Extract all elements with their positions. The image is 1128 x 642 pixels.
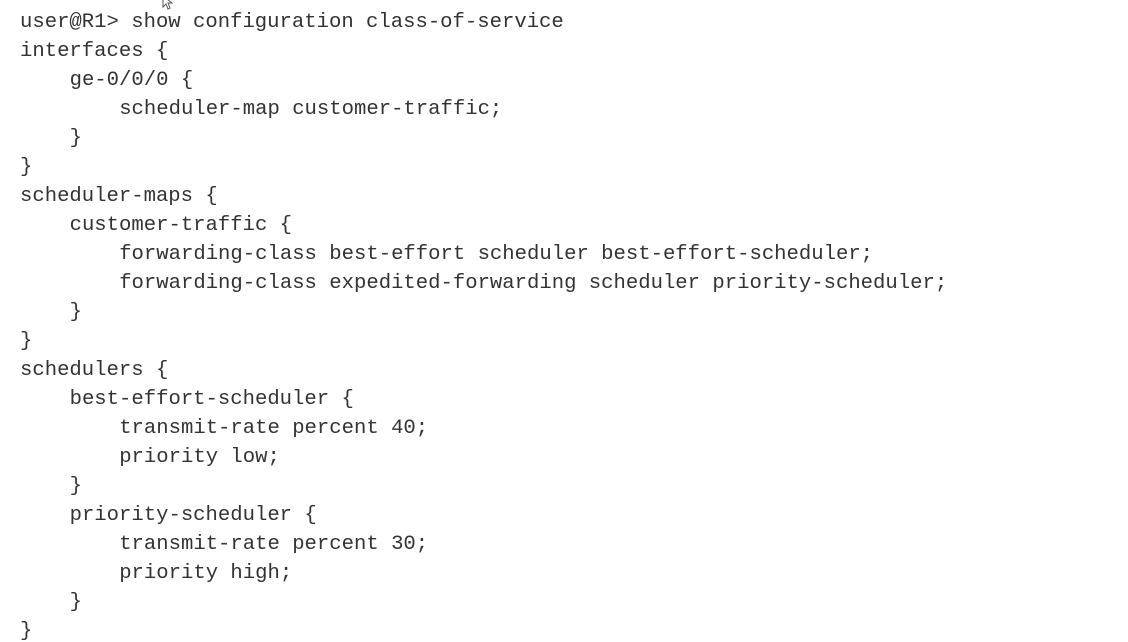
config-line: schedulers { [20,359,169,382]
config-line: transmit-rate percent 30; [119,533,429,556]
config-line: priority-scheduler { [69,504,317,527]
config-line: scheduler-maps { [20,185,218,208]
config-line: best-effort-scheduler { [69,388,354,411]
config-line: transmit-rate percent 40; [119,417,429,440]
config-line: priority high; [119,562,293,585]
mouse-pointer-icon [161,0,175,10]
config-line: ge-0/0/0 { [69,69,194,92]
config-line: forwarding-class expedited-forwarding sc… [119,272,948,295]
config-line: customer-traffic { [69,214,293,237]
config-line: scheduler-map customer-traffic; [119,98,503,121]
config-line: } [20,156,33,179]
config-line: } [69,127,82,150]
config-line: priority low; [119,446,280,469]
config-line: interfaces { [20,40,169,63]
config-line: forwarding-class best-effort scheduler b… [119,243,874,266]
config-line: } [69,591,82,614]
command-line: user@R1> show configuration class-of-ser… [20,11,564,34]
config-line: } [69,301,82,324]
config-line: } [20,620,33,642]
config-line: } [20,330,33,353]
terminal-output: user@R1> show configuration class-of-ser… [20,8,947,642]
config-line: } [69,475,82,498]
